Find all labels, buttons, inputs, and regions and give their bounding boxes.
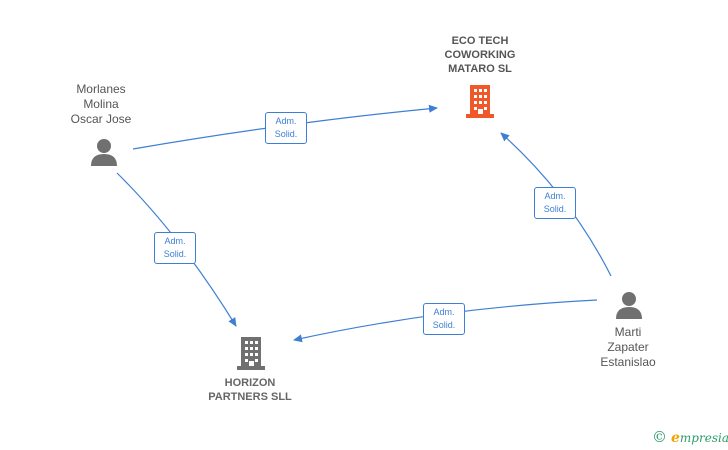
edge-label-line: Adm. <box>544 191 566 201</box>
node-label-line: Molina <box>83 97 119 111</box>
edge-label-marti-eco[interactable]: Adm. Solid. <box>534 187 576 219</box>
edge-label-line: Adm. <box>275 116 297 126</box>
node-label-line: Oscar Jose <box>70 112 132 126</box>
node-label-line: HORIZON <box>224 377 276 389</box>
edge-label-morlanes-eco[interactable]: Adm. Solid. <box>265 112 307 144</box>
edge-label-line: Adm. <box>164 236 186 246</box>
edge-label-line: Solid. <box>163 249 187 259</box>
person-icon <box>616 292 642 319</box>
edge-label-line: Solid. <box>543 204 567 214</box>
node-eco-tech-label[interactable]: ECO TECH COWORKING MATARO SL <box>420 34 540 76</box>
node-marti-label[interactable]: Marti Zapater Estanislao <box>582 325 674 370</box>
brand-logo: ©empresia <box>652 428 728 446</box>
node-label-line: COWORKING <box>444 49 516 61</box>
node-label-line: MATARO SL <box>448 63 512 75</box>
edge-label-marti-horizon[interactable]: Adm. Solid. <box>423 303 465 335</box>
copyright-icon: © <box>652 428 667 446</box>
edge-label-morlanes-horizon[interactable]: Adm. Solid. <box>154 232 196 264</box>
node-label-line: ECO TECH <box>451 35 509 47</box>
brand-initial: e <box>671 430 680 446</box>
edge-label-line: Solid. <box>274 129 298 139</box>
node-label-line: Zapater <box>607 340 649 354</box>
node-morlanes-label[interactable]: Morlanes Molina Oscar Jose <box>55 82 147 127</box>
building-icon <box>466 85 494 118</box>
edge-label-line: Adm. <box>433 307 455 317</box>
brand-name: mpresia <box>679 431 728 445</box>
edge-label-line: Solid. <box>432 320 456 330</box>
node-label-line: Marti <box>614 325 642 339</box>
node-label-line: Morlanes <box>76 82 126 96</box>
person-icon <box>91 139 117 166</box>
node-horizon-label[interactable]: HORIZON PARTNERS SLL <box>190 376 310 404</box>
node-label-line: Estanislao <box>600 355 656 369</box>
node-label-line: PARTNERS SLL <box>208 391 292 403</box>
building-icon <box>237 337 265 370</box>
